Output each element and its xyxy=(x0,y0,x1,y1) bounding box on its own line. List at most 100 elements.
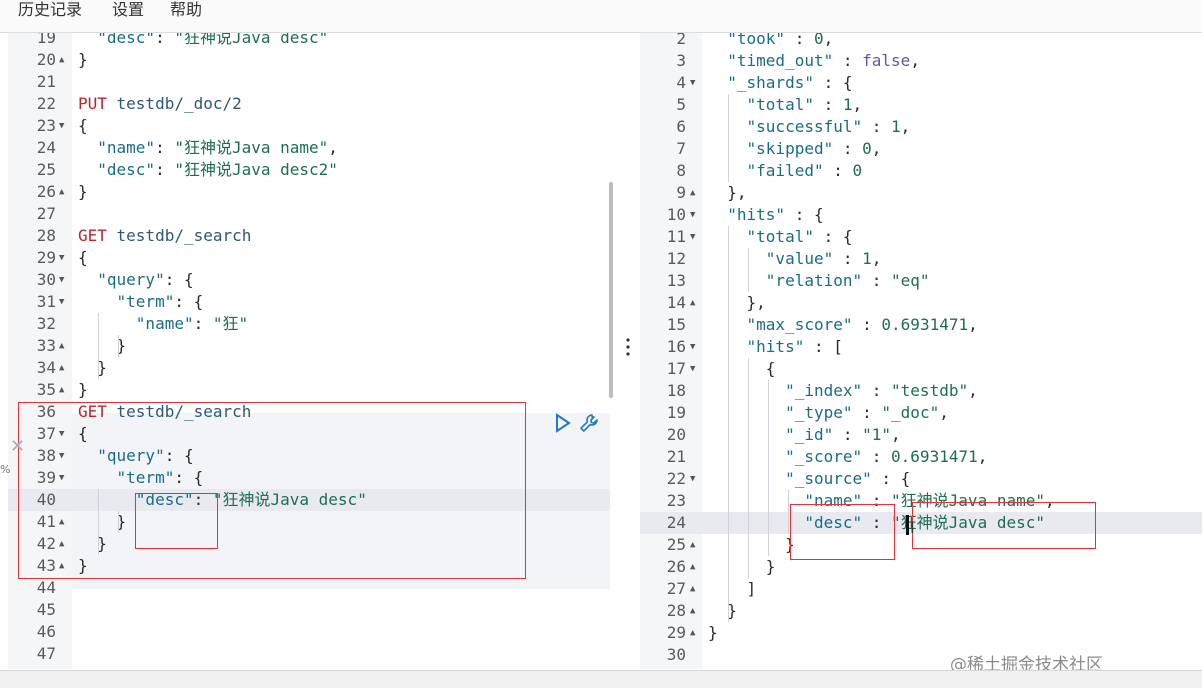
code-line: "relation" : "eq" xyxy=(765,271,930,290)
horizontal-scrollbar[interactable] xyxy=(0,670,1202,688)
response-code-area[interactable]: "took" : 0, "timed_out" : false, "_shard… xyxy=(702,33,1202,669)
line-number: 36 xyxy=(36,402,56,421)
indent-guide xyxy=(748,358,749,578)
left-scrollbar[interactable] xyxy=(609,182,613,398)
code-line: "hits" : [ xyxy=(746,337,843,356)
text-cursor xyxy=(906,515,909,535)
code-line: "total" : { xyxy=(746,227,853,246)
fold-up-icon[interactable]: ▲ xyxy=(59,561,65,571)
line-number: 34 xyxy=(36,358,56,377)
code-line: "max_score" : 0.6931471, xyxy=(746,315,978,334)
wrench-icon[interactable] xyxy=(578,412,600,438)
code-line: "timed_out" : false, xyxy=(727,51,920,70)
line-number: 21 xyxy=(36,72,56,91)
line-number: 31 xyxy=(36,292,56,311)
current-line-highlight xyxy=(702,512,1202,534)
fold-up-icon[interactable]: ▲ xyxy=(59,363,65,373)
fold-down-icon[interactable]: ▼ xyxy=(59,473,65,483)
indent-guide xyxy=(118,511,119,533)
indent-guide xyxy=(788,490,789,534)
more-vertical-icon[interactable] xyxy=(624,336,632,358)
close-icon[interactable]: ✕ xyxy=(10,436,26,457)
fold-down-icon[interactable]: ▼ xyxy=(690,474,696,484)
fold-up-icon[interactable]: ▲ xyxy=(690,562,696,572)
fold-up-icon[interactable]: ▲ xyxy=(690,540,696,550)
code-line: GET testdb/_search xyxy=(78,226,252,245)
code-line: "term": { xyxy=(116,468,204,487)
line-number: 22 xyxy=(36,94,56,113)
code-line: } xyxy=(708,535,795,554)
fold-down-icon[interactable]: ▼ xyxy=(59,451,65,461)
line-number: 37 xyxy=(36,424,56,443)
fold-up-icon[interactable]: ▲ xyxy=(690,298,696,308)
line-number: 21 xyxy=(666,447,686,466)
fold-down-icon[interactable]: ▼ xyxy=(690,364,696,374)
line-number: 28 xyxy=(666,601,686,620)
line-number: 43 xyxy=(36,556,56,575)
fold-down-icon[interactable]: ▼ xyxy=(59,275,65,285)
fold-up-icon[interactable]: ▲ xyxy=(690,606,696,616)
line-number: 22 xyxy=(666,469,686,488)
line-number: 29 xyxy=(36,248,56,267)
line-number: 41 xyxy=(36,512,56,531)
code-line: GET testdb/_search xyxy=(78,402,252,421)
current-line-gutter-highlight xyxy=(640,512,702,534)
code-line: } xyxy=(78,556,88,575)
code-line: } xyxy=(78,182,88,201)
line-number: 25 xyxy=(666,535,686,554)
code-line: "skipped" : 0, xyxy=(746,139,882,158)
line-number: 28 xyxy=(36,226,56,245)
fold-up-icon[interactable]: ▲ xyxy=(59,341,65,351)
line-number: 23 xyxy=(666,491,686,510)
pane-divider[interactable] xyxy=(611,33,639,669)
code-line: { xyxy=(78,116,88,135)
request-code-area[interactable]: "desc": "狂神说Java desc"}PUT testdb/_doc/2… xyxy=(72,33,610,669)
fold-up-icon[interactable]: ▲ xyxy=(59,385,65,395)
code-line: "took" : 0, xyxy=(727,33,834,48)
code-line: "total" : 1, xyxy=(746,95,863,114)
line-number: 19 xyxy=(36,33,56,47)
fold-up-icon[interactable]: ▲ xyxy=(690,584,696,594)
ibeam-cursor-icon: I xyxy=(910,518,915,537)
line-number: 9 xyxy=(676,183,686,202)
fold-down-icon[interactable]: ▼ xyxy=(59,429,65,439)
current-line-gutter-highlight xyxy=(8,489,72,511)
code-line: }, xyxy=(708,183,747,202)
code-line: } xyxy=(78,358,107,377)
request-editor[interactable]: "desc": "狂神说Java desc"}PUT testdb/_doc/2… xyxy=(8,33,610,669)
fold-up-icon[interactable]: ▲ xyxy=(690,188,696,198)
fold-up-icon[interactable]: ▲ xyxy=(59,539,65,549)
code-line: }, xyxy=(708,293,766,312)
fold-up-icon[interactable]: ▲ xyxy=(59,55,65,65)
indent-guide xyxy=(98,313,99,379)
fold-down-icon[interactable]: ▼ xyxy=(59,297,65,307)
line-number: 38 xyxy=(36,446,56,465)
line-number: 2 xyxy=(676,33,686,48)
code-line: "_index" : "testdb", xyxy=(785,381,978,400)
fold-down-icon[interactable]: ▼ xyxy=(690,232,696,242)
response-viewer[interactable]: "took" : 0, "timed_out" : false, "_shard… xyxy=(640,33,1202,669)
code-line: ] xyxy=(708,579,757,598)
fold-down-icon[interactable]: ▼ xyxy=(690,78,696,88)
indent-guide xyxy=(98,489,99,555)
fold-up-icon[interactable]: ▲ xyxy=(690,628,696,638)
fold-down-icon[interactable]: ▼ xyxy=(59,121,65,131)
line-number: 3 xyxy=(676,51,686,70)
fold-down-icon[interactable]: ▼ xyxy=(59,253,65,263)
play-icon[interactable] xyxy=(554,413,572,437)
fold-up-icon[interactable]: ▲ xyxy=(59,187,65,197)
menu-history[interactable]: 历史记录 xyxy=(18,0,83,19)
line-number: 24 xyxy=(36,138,56,157)
menu-help[interactable]: 帮助 xyxy=(170,0,203,19)
line-number: 33 xyxy=(36,336,56,355)
fold-up-icon[interactable]: ▲ xyxy=(59,517,65,527)
code-line: "_score" : 0.6931471, xyxy=(785,447,988,466)
fold-down-icon[interactable]: ▼ xyxy=(690,210,696,220)
line-number: 26 xyxy=(666,557,686,576)
code-line: "_type" : "_doc", xyxy=(785,403,949,422)
menu-settings[interactable]: 设置 xyxy=(112,0,145,19)
line-number: 29 xyxy=(666,623,686,642)
fold-down-icon[interactable]: ▼ xyxy=(690,342,696,352)
indent-guide xyxy=(728,94,729,182)
line-number: 47 xyxy=(36,644,56,663)
